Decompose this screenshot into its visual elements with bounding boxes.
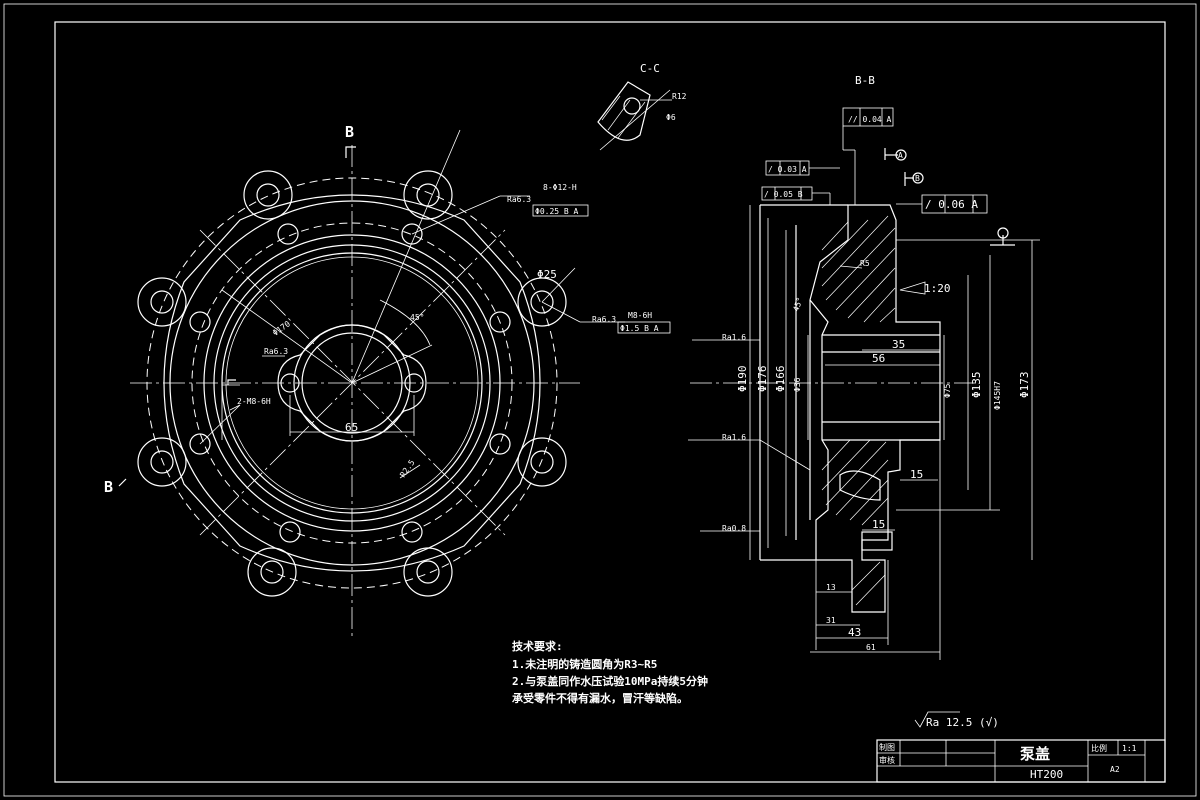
title-block: 制图 审核 泵盖 HT200 比例 1:1 A2 [876,739,1166,783]
general-roughness: Ra 12.5 (√) [926,716,999,729]
dim-45-deg: 45° [410,313,424,322]
title-scale-value: 1:1 [1122,744,1137,753]
title-part-name: 泵盖 [1020,745,1050,763]
dim-15-b: 15 [872,518,885,531]
label-m8: M8-6H [628,311,652,320]
outer-frame [3,3,1197,797]
technical-notes: 技术要求: 1.未注明的铸造圆角为R3~R5 2.与泵盖同作水压试验10MPa持… [512,639,708,705]
ra-section-a: Ra1.6 [722,333,746,342]
dim-d135: Φ135 [970,372,983,399]
dim-dia-25: Φ25 [537,268,557,281]
notes-line-1: 1.未注明的铸造圆角为R3~R5 [512,657,657,671]
dim-d176: Φ176 [756,366,769,393]
tol-top: // 0.04 A [848,115,892,124]
datum-b-label: B [915,174,920,183]
dim-d36: Φ36 [793,377,802,392]
ra-label-b: Ra6.3 [592,315,616,324]
dim-d190: Φ190 [736,366,749,393]
section-c-label: C-C [640,62,660,75]
label-8x12: 8-Φ12-H [543,183,577,192]
dim-d173: Φ173 [1018,372,1031,399]
section-b-b-label: B-B [855,74,875,87]
dim-r5: R5 [860,259,870,268]
front-view [130,129,625,640]
dim-d166: Φ166 [774,366,787,393]
dim-45-section: 45° [791,296,804,313]
tol-left-2: / 0.05 B [764,190,803,199]
dim-43: 43 [848,626,861,639]
title-drawn: 制图 [879,742,895,752]
section-c-c: C-C R12 Φ6 [597,62,687,151]
tol-8x12: Φ0.25 B A [535,207,579,216]
title-sheet: A2 [1110,765,1120,774]
ra-section-c: Ra0.8 [722,524,746,533]
dim-13: 13 [826,583,836,592]
dim-taper: 1:20 [924,282,951,295]
dim-65: 65 [345,421,358,434]
label-2m8: 2-M8-6H [237,397,271,406]
dim-dia-170: Φ170 [271,319,292,338]
section-b-bottom-label: B [104,478,113,496]
dim-56: 56 [872,352,885,365]
notes-heading: 技术要求: [512,639,563,653]
title-material: HT200 [1030,768,1063,781]
tol-m8: Φ1.5 B A [620,324,659,333]
dim-15-a: 15 [910,468,923,481]
dim-31: 31 [826,616,836,625]
ra-label-a: Ra6.3 [507,195,531,204]
cc-phi6: Φ6 [666,113,676,122]
cc-r12: R12 [672,92,687,101]
inner-frame [54,21,1166,783]
dim-61: 61 [866,643,876,652]
section-b-top-label: B [345,123,354,141]
ra-label-c: Ra6.3 [264,347,288,356]
datum-a-label: A [898,151,903,160]
tol-left-1: / 0.03 A [768,165,807,174]
dim-35: 35 [892,338,905,351]
section-markers-b: B B [104,123,356,496]
section-b-b: B-B [688,74,1040,660]
dim-d145: Φ145H7 [993,381,1002,410]
ra-section-b: Ra1.6 [722,433,746,442]
notes-line-3: 承受零件不得有漏水，冒汗等缺陷。 [512,691,688,705]
tol-right: / 0.06 A [925,198,978,211]
dim-d75: Φ75 [943,383,952,398]
title-checked: 审核 [879,755,895,765]
title-scale-label: 比例 [1091,743,1107,753]
notes-line-2: 2.与泵盖同作水压试验10MPa持续5分钟 [512,674,708,688]
